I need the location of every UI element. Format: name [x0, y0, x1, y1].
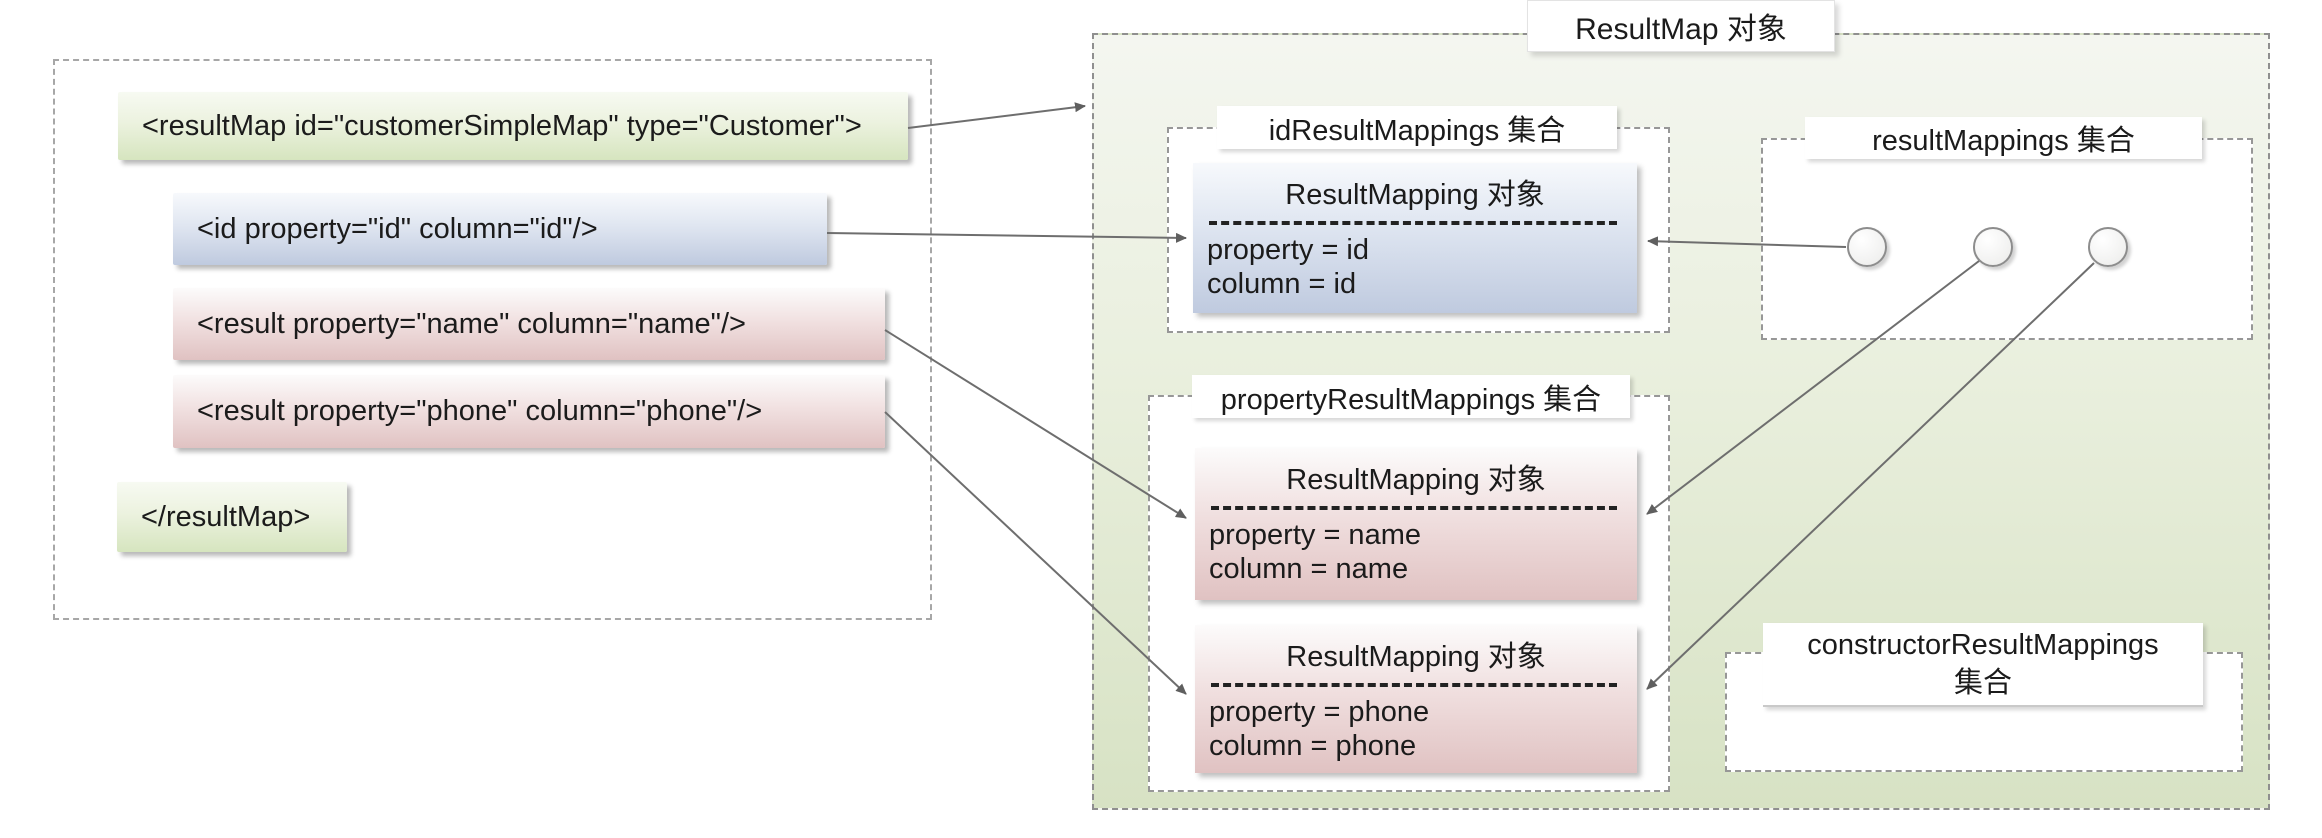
resultmapping-phone-title: ResultMapping 对象	[1286, 641, 1546, 673]
constructor-result-mappings-label-line2: 集合	[1953, 667, 2012, 699]
resultmap-object-title-box: ResultMap 对象	[1527, 0, 1835, 52]
xml-result-phone-box: <result property="phone" column="phone"/…	[173, 375, 885, 448]
resultmapping-phone-column-line: column = phone	[1209, 730, 1417, 762]
resultmapping-name-title: ResultMapping 对象	[1286, 464, 1546, 496]
result-mappings-label-text: resultMappings 集合	[1872, 125, 2135, 157]
xml-resultmap-close-text: </resultMap>	[141, 500, 311, 533]
xml-result-name-text: <result property="name" column="name"/>	[197, 307, 746, 340]
xml-result-name-box: <result property="name" column="name"/>	[173, 288, 885, 360]
property-result-mappings-label: propertyResultMappings 集合	[1192, 375, 1630, 418]
collection-element-circle-1	[1847, 227, 1887, 267]
resultmap-object-title: ResultMap 对象	[1575, 13, 1787, 46]
result-mappings-label: resultMappings 集合	[1805, 117, 2202, 159]
xml-resultmap-close-box: </resultMap>	[117, 482, 347, 552]
xml-result-phone-text: <result property="phone" column="phone"/…	[197, 395, 763, 427]
resultmapping-id-column-line: column = id	[1207, 268, 1357, 300]
xml-id-text: <id property="id" column="id"/>	[197, 212, 598, 245]
resultmapping-phone-box: ResultMapping 对象 property = phone column…	[1195, 625, 1637, 773]
resultmapping-name-separator	[1211, 506, 1617, 510]
collection-element-circle-3	[2088, 227, 2128, 267]
resultmapping-name-property-line: property = name	[1209, 519, 1421, 551]
xml-resultmap-open-text: <resultMap id="customerSimpleMap" type="…	[142, 109, 862, 142]
resultmapping-id-title: ResultMapping 对象	[1285, 179, 1545, 211]
resultmapping-name-column-line: column = name	[1209, 553, 1409, 585]
xml-resultmap-open-box: <resultMap id="customerSimpleMap" type="…	[118, 92, 908, 160]
constructor-result-mappings-label-line1: constructorResultMappings	[1807, 629, 2159, 661]
arrow-resultmap-to-panel	[907, 102, 1086, 129]
resultmapping-phone-property-line: property = phone	[1209, 696, 1430, 728]
resultmapping-id-box: ResultMapping 对象 property = id column = …	[1193, 163, 1637, 313]
resultmapping-id-separator	[1209, 221, 1617, 225]
resultmapping-phone-separator	[1211, 683, 1617, 687]
constructor-result-mappings-label: constructorResultMappings 集合	[1763, 623, 2203, 707]
resultmapping-name-box: ResultMapping 对象 property = name column …	[1195, 448, 1637, 600]
id-result-mappings-label-text: idResultMappings 集合	[1268, 114, 1566, 147]
resultmapping-id-property-line: property = id	[1207, 234, 1370, 266]
collection-element-circle-2	[1973, 227, 2013, 267]
property-result-mappings-label-text: propertyResultMappings 集合	[1220, 383, 1602, 416]
xml-id-box: <id property="id" column="id"/>	[173, 193, 827, 265]
id-result-mappings-label: idResultMappings 集合	[1217, 106, 1617, 149]
